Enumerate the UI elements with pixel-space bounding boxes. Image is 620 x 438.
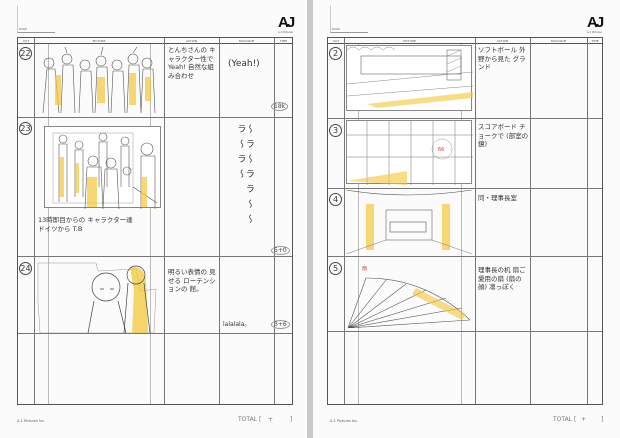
guide-line	[150, 44, 151, 404]
studio-logo: AJ	[278, 14, 295, 31]
total-close: ]	[601, 416, 604, 423]
ground-sketch	[347, 46, 473, 108]
divider	[164, 38, 165, 404]
storyboard-page-right: PAGE AJ A-1 Pictures CUT PICTURE ACTION …	[313, 0, 620, 438]
total-plus: +	[268, 416, 274, 423]
divider	[587, 38, 588, 404]
divider	[274, 38, 275, 404]
divider	[344, 38, 345, 404]
cut-number: 24	[19, 262, 32, 275]
col-header-time: TIME	[587, 38, 603, 44]
characters-sketch	[37, 262, 157, 333]
cut-23-dialogue: 〜ラ〜ララ〜〜ラ〜ラ〜	[235, 124, 255, 229]
storyboard-table: CUT PICTURE ACTION DIALOGUE TIME 22 とんちさ…	[17, 37, 293, 405]
cut-4-action: 同・理事長室	[478, 194, 517, 202]
cut-23-picture-note: 13時即目からの キャラクター達 ドイツから T.B	[38, 216, 133, 233]
col-header-action: ACTION	[164, 38, 219, 44]
svg-text:66: 66	[438, 147, 444, 153]
cut-number: 4	[329, 193, 342, 206]
cut-number: 22	[19, 47, 32, 60]
scoreboard-sketch: 66	[347, 121, 473, 185]
crowd-sketch	[42, 47, 156, 113]
divider	[18, 333, 292, 334]
divider	[34, 38, 35, 404]
cut-5-picture: 扇	[346, 258, 472, 328]
cut-4-picture	[346, 190, 472, 254]
footer-company: A-1 Pictures Inc.	[330, 419, 359, 423]
divider	[328, 256, 602, 257]
studio-logo-sub: A-1 Pictures	[278, 31, 293, 34]
storyboard-page-left: PAGE AJ A-1 Pictures CUT PICTURE ACTION …	[0, 0, 307, 438]
guide-line	[461, 44, 462, 404]
group-sketch	[52, 132, 158, 209]
col-header-dialogue: DIALOGUE	[219, 38, 274, 44]
col-header-picture: PICTURE	[34, 38, 164, 44]
cut-23-time: 5+0	[271, 246, 290, 255]
office-sketch	[346, 190, 472, 254]
cut-24-action: 明るい表情の 見せる ローテンションの 館。	[168, 268, 216, 293]
guide-line	[358, 44, 359, 404]
footer-company: A-1 Pictures Inc.	[17, 419, 46, 423]
col-header-action: ACTION	[475, 38, 530, 44]
cut-number: 5	[329, 262, 342, 275]
divider	[328, 331, 602, 332]
cut-5-action: 理事長の机 扇ご愛用の扇 (扇の顔) 凛っぽく	[478, 266, 526, 291]
divider	[219, 38, 220, 404]
studio-logo: AJ	[587, 14, 604, 31]
cut-24-dialogue: lalalala。	[223, 321, 251, 328]
page-number-box	[17, 5, 55, 33]
col-header-cut: CUT	[18, 38, 34, 44]
cut-number: 2	[329, 47, 342, 60]
storyboard-table: CUT PICTURE ACTION DIALOGUE TIME 2 ソフトボー…	[327, 37, 603, 405]
page-number-box	[330, 5, 368, 33]
divider	[18, 117, 292, 118]
col-header-cut: CUT	[328, 38, 344, 44]
divider	[530, 38, 531, 404]
cut-number: 23	[19, 122, 32, 135]
cut-22-action: とんちさんの キャラクター性で Yeah! 自然な組み合わせ	[168, 46, 216, 80]
cut-24-time: 3+6	[271, 320, 290, 329]
divider	[328, 118, 602, 119]
total-plus: +	[581, 416, 587, 423]
cut-3-picture: 66	[346, 120, 473, 185]
cut-number: 3	[329, 124, 342, 137]
page-label: PAGE	[332, 27, 340, 31]
cut-24-picture	[36, 261, 164, 333]
cut-22-time: 18k	[271, 102, 289, 111]
fan-sketch: 扇	[347, 265, 471, 328]
total-label: TOTAL [	[238, 416, 262, 423]
cut-22-dialogue: (Yeah!)	[228, 59, 260, 69]
col-header-time: TIME	[274, 38, 293, 44]
studio-logo-sub: A-1 Pictures	[587, 31, 602, 34]
guide-line	[48, 44, 49, 404]
cut-2-action: ソフトボール 外野から見た グランド	[478, 46, 526, 71]
page-label: PAGE	[19, 27, 27, 31]
divider	[18, 256, 292, 257]
cut-23-picture	[44, 126, 161, 209]
cut-22-picture	[37, 47, 161, 113]
svg-text:扇: 扇	[362, 265, 367, 272]
divider	[328, 188, 602, 189]
col-header-dialogue: DIALOGUE	[530, 38, 587, 44]
col-header-picture: PICTURE	[344, 38, 475, 44]
total-close: ]	[290, 416, 293, 423]
cut-2-picture	[346, 45, 473, 111]
divider	[475, 38, 476, 404]
cut-3-action: スコアボード チョークで (部室の鏡)	[478, 123, 529, 148]
total-label: TOTAL [	[553, 416, 577, 423]
